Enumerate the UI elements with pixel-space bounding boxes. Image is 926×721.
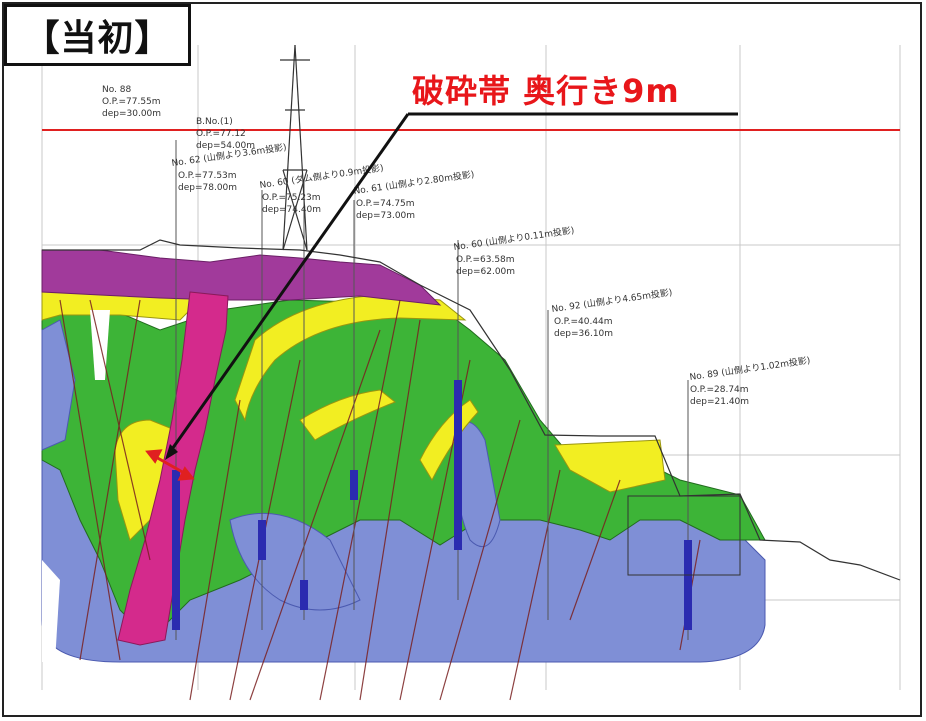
callout-leader-line [168,113,410,453]
borehole-dep: dep=36.10m [554,329,613,339]
borehole-op: O.P.=77.53m [178,171,237,181]
borehole-dep: dep=30.00m [102,109,161,119]
fault-lines [59,299,701,701]
transmission-tower [280,44,310,251]
borehole-op: O.P.=74.75m [356,199,415,209]
original-plan-tag: 【当初】 [4,4,191,66]
fracture-zone-callout: 破砕帯 奥行き9m [412,72,680,110]
borehole-op: O.P.=77.12 [196,129,246,139]
borehole-op: O.P.=28.74m [690,385,749,395]
yellow-band [554,439,666,493]
borehole-op: O.P.=40.44m [554,317,613,327]
blue-lens [41,319,76,451]
borehole-dep: dep=21.40m [690,397,749,407]
borehole-no: No. 88 [102,85,132,95]
leader-arrowhead [165,444,178,460]
core-samples [172,380,692,630]
borehole-no: No. 89 (山側より1.02m投影) [689,354,811,383]
yellow-band [419,399,479,482]
width-arrow [145,449,195,481]
borehole-op: O.P.=77.55m [102,97,161,107]
borehole-dep: dep=54.00m [196,141,255,151]
borehole-dep: dep=73.00m [356,211,415,221]
borehole-dep: dep=74.40m [262,205,321,215]
borehole-dep: dep=78.00m [178,183,237,193]
borehole-dep: dep=62.00m [456,267,515,277]
structure-box [627,495,741,576]
borehole-no: No. 92 (山側より4.65m投影) [551,286,673,315]
ground-surface-line [42,239,901,581]
white-wedge [42,560,60,662]
borehole-no: B.No.(1) [196,117,233,127]
borehole-op: O.P.=75.23m [262,193,321,203]
yellow-band [299,389,396,441]
borehole-no: No. 60 (山側より0.11m投影) [453,224,575,253]
yellow-band [234,294,467,422]
borehole-op: O.P.=63.58m [456,255,515,265]
